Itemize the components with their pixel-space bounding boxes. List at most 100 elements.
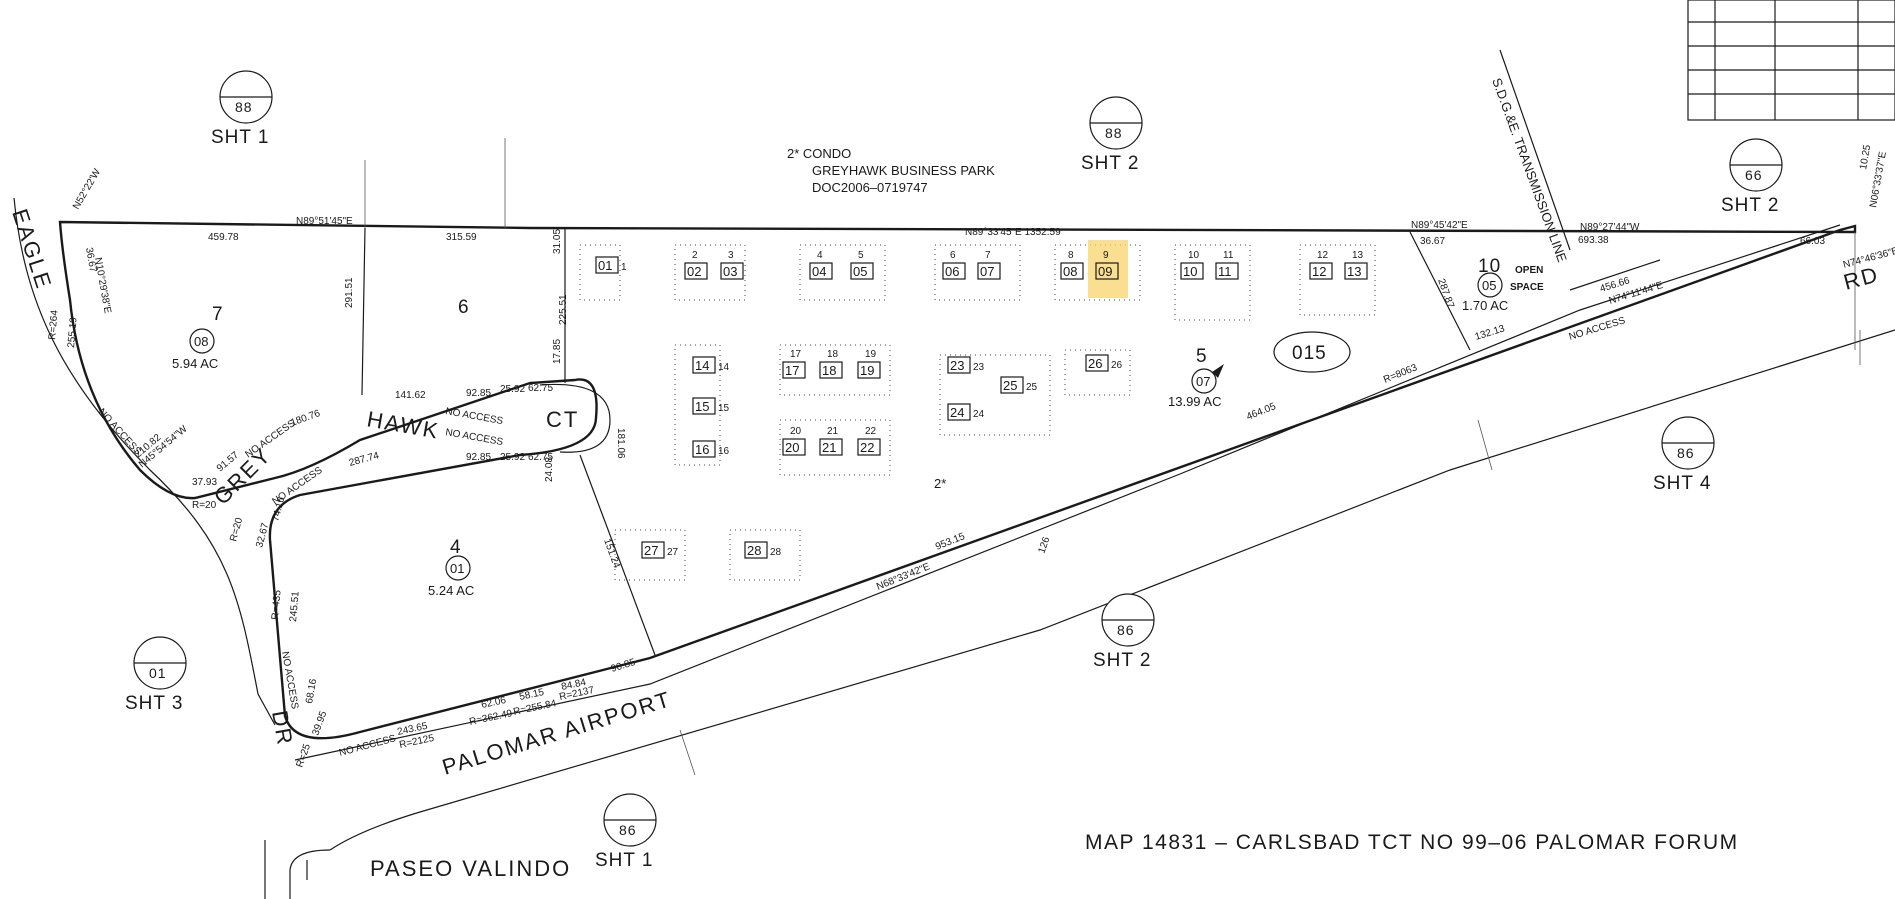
- svg-text:181.06: 181.06: [615, 428, 626, 459]
- svg-text:464.05: 464.05: [1245, 401, 1278, 423]
- unit-label: 19: [865, 349, 877, 360]
- svg-text:5: 5: [1196, 346, 1208, 367]
- lot-10: 10 05 1.70 AC OPEN SPACE: [1462, 256, 1544, 313]
- svg-text:2* CONDO: 2* CONDO: [787, 146, 851, 161]
- street-ct: CT: [546, 407, 579, 432]
- unit-number: 13: [1347, 264, 1361, 279]
- svg-text:92.85: 92.85: [466, 388, 491, 399]
- unit-number: 15: [695, 399, 709, 414]
- highlighted-unit-marker: [1088, 240, 1128, 298]
- svg-text:315.59: 315.59: [446, 232, 477, 243]
- condo-unit[interactable]: 077: [977, 250, 1001, 280]
- street-eagle: EAGLE: [7, 206, 57, 293]
- condo-marker: 2*: [934, 476, 946, 491]
- street-paseo-valindo: PASEO VALINDO: [370, 856, 571, 881]
- condo-unit[interactable]: 022: [684, 250, 708, 280]
- svg-text:92.85: 92.85: [466, 452, 491, 463]
- svg-text:36.67: 36.67: [83, 247, 98, 274]
- unit-label: 4: [817, 250, 823, 261]
- svg-text:291.51: 291.51: [344, 277, 355, 308]
- sheet-ref-label: SHT 2: [1081, 153, 1140, 174]
- condo-unit[interactable]: 033: [720, 250, 744, 280]
- condo-unit[interactable]: 055: [850, 250, 874, 280]
- unit-number: 09: [1098, 264, 1112, 279]
- unit-number: 28: [747, 543, 761, 558]
- building-outline: [1299, 244, 1376, 316]
- svg-text:N89°45'42"E: N89°45'42"E: [1411, 220, 1468, 231]
- street-grey: GREY: [209, 442, 276, 509]
- sheet-ref-label: SHT 1: [211, 127, 270, 148]
- svg-text:07: 07: [1196, 374, 1210, 389]
- svg-text:36.67: 36.67: [1420, 236, 1445, 247]
- building-outline: [674, 344, 721, 466]
- transmission-line: [1499, 49, 1571, 251]
- svg-text:NO ACCESS: NO ACCESS: [444, 427, 504, 448]
- unit-label: 28: [770, 547, 782, 558]
- building-outline: [779, 344, 891, 396]
- unit-number: 21: [822, 440, 836, 455]
- open-space-west-line: [1409, 231, 1471, 351]
- svg-text:17.85: 17.85: [552, 339, 563, 364]
- unit-number: 04: [812, 264, 826, 279]
- sheet-ref-number: 86: [619, 822, 637, 838]
- unit-label: 25: [1026, 382, 1038, 393]
- sheet-ref-label: SHT 2: [1721, 195, 1780, 216]
- condo-unit[interactable]: 28 28: [744, 541, 782, 559]
- lot-6: 6: [458, 297, 469, 318]
- transmission-line-2: [1569, 259, 1661, 291]
- condo-unit[interactable]: 066: [942, 250, 966, 280]
- unit-number: 01: [598, 258, 612, 273]
- unit-label: 6: [950, 250, 956, 261]
- unit-number: 24: [950, 405, 964, 420]
- unit-label: 3: [728, 250, 734, 261]
- unit-label: 23: [973, 362, 985, 373]
- svg-text:R=264: R=264: [47, 309, 61, 340]
- unit-number: 06: [945, 264, 959, 279]
- building-outline: [779, 419, 891, 476]
- condo-unit[interactable]: 088: [1060, 250, 1084, 280]
- svg-text:126: 126: [1036, 535, 1052, 555]
- svg-text:N06°33'37"E: N06°33'37"E: [1868, 150, 1889, 208]
- page-ref-label: 015: [1292, 343, 1327, 364]
- svg-text:R=435: R=435: [270, 589, 284, 620]
- condo-unit[interactable]: 044: [809, 250, 833, 280]
- svg-text:141.62: 141.62: [395, 390, 426, 401]
- unit-label: 20: [790, 426, 802, 437]
- building-outline: [674, 244, 746, 301]
- svg-text:225.51: 225.51: [558, 294, 569, 325]
- svg-text:08: 08: [194, 334, 208, 349]
- svg-text:N10°29'38"E: N10°29'38"E: [92, 257, 113, 315]
- condo-unit[interactable]: 099: [1088, 240, 1128, 298]
- svg-text:84.84: 84.84: [560, 677, 587, 693]
- svg-text:39.95: 39.95: [310, 709, 329, 737]
- svg-text:58.15: 58.15: [518, 687, 545, 703]
- sheet-ref-label: SHT 4: [1653, 473, 1712, 494]
- svg-text:N52°22'W: N52°22'W: [71, 167, 103, 212]
- unit-number: 27: [644, 543, 658, 558]
- palomar-rd-south-edge: [329, 329, 1895, 851]
